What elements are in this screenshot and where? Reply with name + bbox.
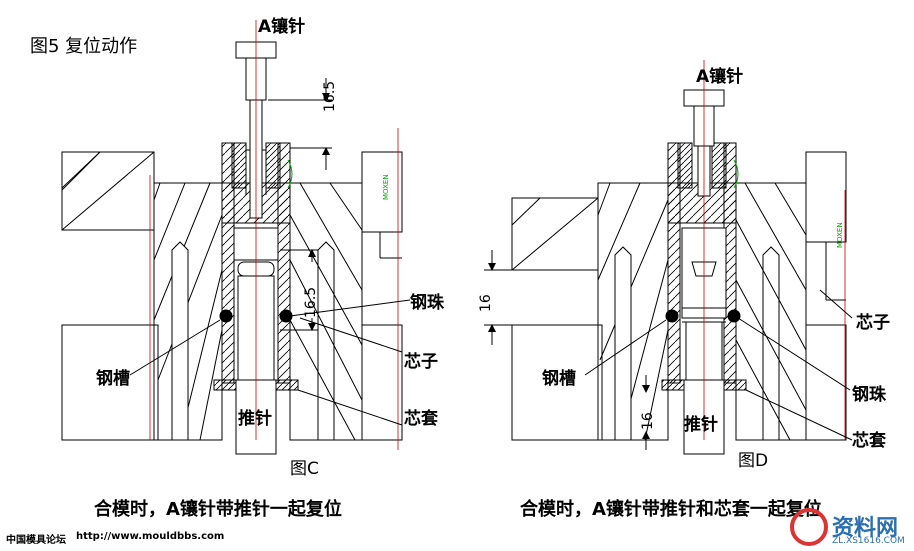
footer-url[interactable]: http://www.mouldbbs.com (76, 531, 225, 542)
right-label-sleeve: 芯套 (852, 431, 886, 451)
right-brand: MOXEN (836, 222, 844, 248)
left-label-core: 芯子 (404, 352, 438, 372)
left-label-groove: 钢槽 (96, 369, 130, 389)
site-logo-text: 资料网 (832, 516, 899, 541)
right-mold (484, 60, 853, 455)
right-label-core: 芯子 (856, 313, 890, 333)
right-dim-bottom: 16 (640, 412, 656, 430)
right-dim-side: 16 (478, 294, 494, 312)
site-logo-url: ZL.XS1616.COM (832, 536, 905, 546)
left-mold (61, 20, 411, 455)
figure-title: 图5 复位动作 (30, 36, 138, 57)
left-dim-mid: 16.5 (303, 286, 319, 318)
site-logo-icon (790, 508, 828, 546)
left-label-sleeve: 芯套 (404, 409, 438, 429)
right-fig-name: 图D (738, 451, 769, 471)
left-pin-label: A镶针 (258, 17, 306, 37)
left-dim-top: 16.5 (322, 80, 338, 112)
footer-forum: 中国模具论坛 (6, 535, 66, 546)
left-fig-name: 图C (290, 459, 319, 479)
left-label-ejector: 推针 (238, 409, 272, 429)
left-brand: MOXEN (382, 174, 390, 200)
right-label-ejector: 推针 (684, 415, 718, 435)
right-caption: 合模时，A镶针带推针和芯套一起复位 (520, 499, 822, 520)
right-label-groove: 钢槽 (542, 369, 576, 389)
right-pin-label: A镶针 (696, 67, 744, 87)
right-label-ball: 钢珠 (852, 385, 886, 405)
left-label-ball: 钢珠 (410, 293, 444, 313)
left-caption: 合模时，A镶针带推针一起复位 (94, 499, 342, 520)
